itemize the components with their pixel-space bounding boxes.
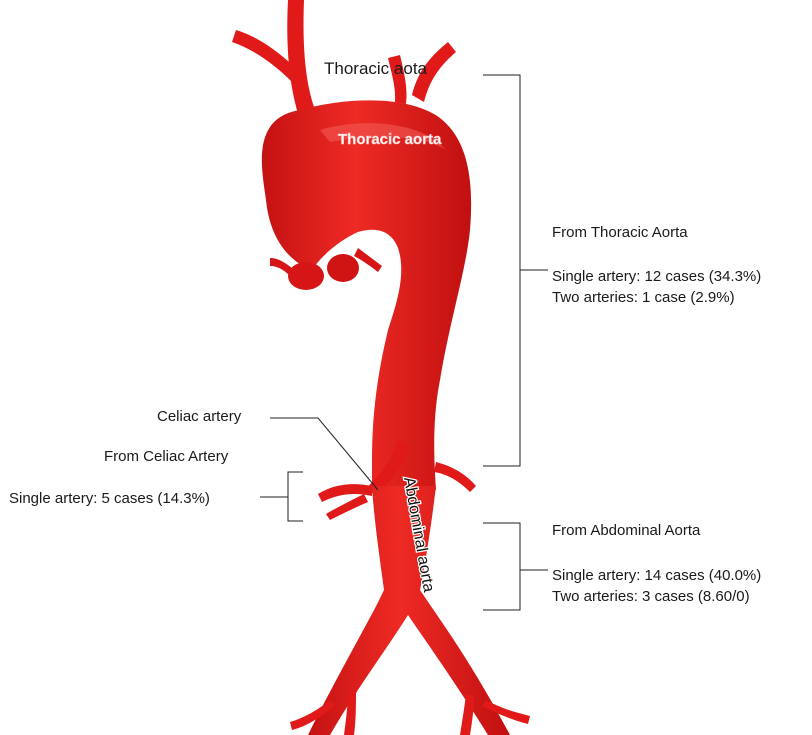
coronary-branch-left	[270, 258, 292, 276]
thoracic-line2: Two arteries: 1 case (2.9%)	[552, 288, 735, 308]
abdominal-bracket	[483, 523, 520, 610]
abdominal-line1: Single artery: 14 cases (40.0%)	[552, 566, 761, 586]
celiac-heading: From Celiac Artery	[104, 447, 228, 467]
celiac-right-branch	[326, 494, 368, 520]
celiac-artery-label: Celiac artery	[157, 407, 241, 427]
renal-right-branch	[434, 462, 476, 492]
aortic-root-bulb-left	[288, 262, 324, 290]
top-label: Thoracic aota	[324, 59, 427, 79]
aortic-root-bulb-right	[327, 254, 359, 282]
celiac-bracket	[288, 472, 303, 521]
thoracic-bracket	[483, 75, 520, 466]
arch-label: Thoracic aorta	[338, 131, 442, 148]
brachiocephalic-branch	[287, 0, 316, 120]
celiac-pointer	[270, 418, 378, 490]
abdominal-line2: Two arteries: 3 cases (8.60/0)	[552, 587, 750, 607]
abdominal-heading: From Abdominal Aorta	[552, 521, 700, 541]
aorta-body	[262, 100, 471, 490]
thoracic-heading: From Thoracic Aorta	[552, 223, 688, 243]
thoracic-line1: Single artery: 12 cases (34.3%)	[552, 267, 761, 287]
thoracic-aorta-shape	[262, 100, 471, 490]
celiac-line1: Single artery: 5 cases (14.3%)	[9, 489, 210, 509]
iliac-right-inner	[460, 695, 474, 735]
